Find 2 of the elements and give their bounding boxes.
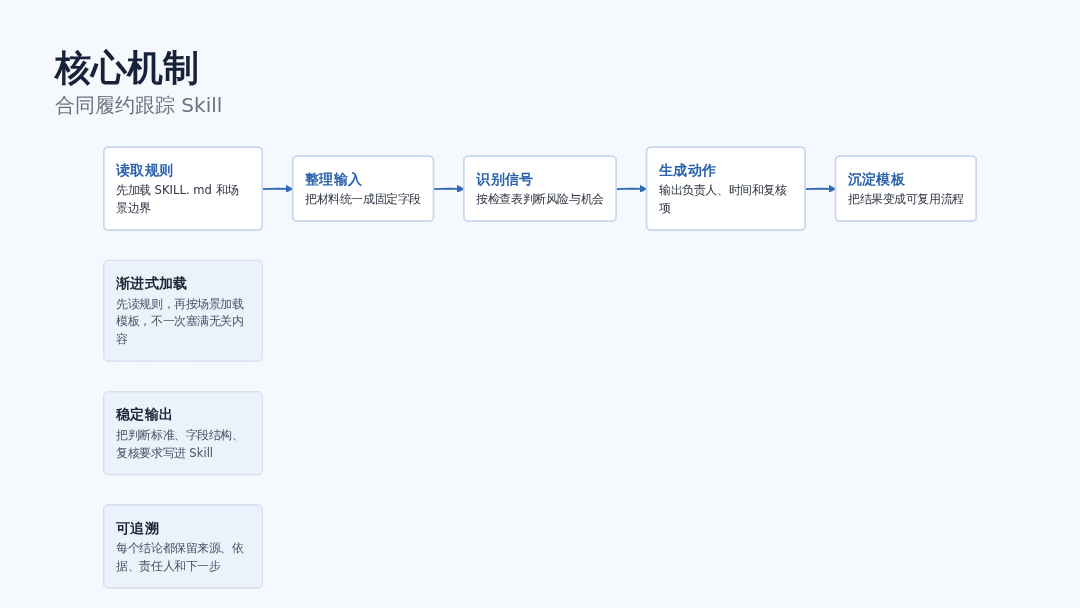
subtitle: 合同履约跟踪 Skill bbox=[55, 92, 223, 118]
title: 核心机制 bbox=[55, 46, 199, 90]
